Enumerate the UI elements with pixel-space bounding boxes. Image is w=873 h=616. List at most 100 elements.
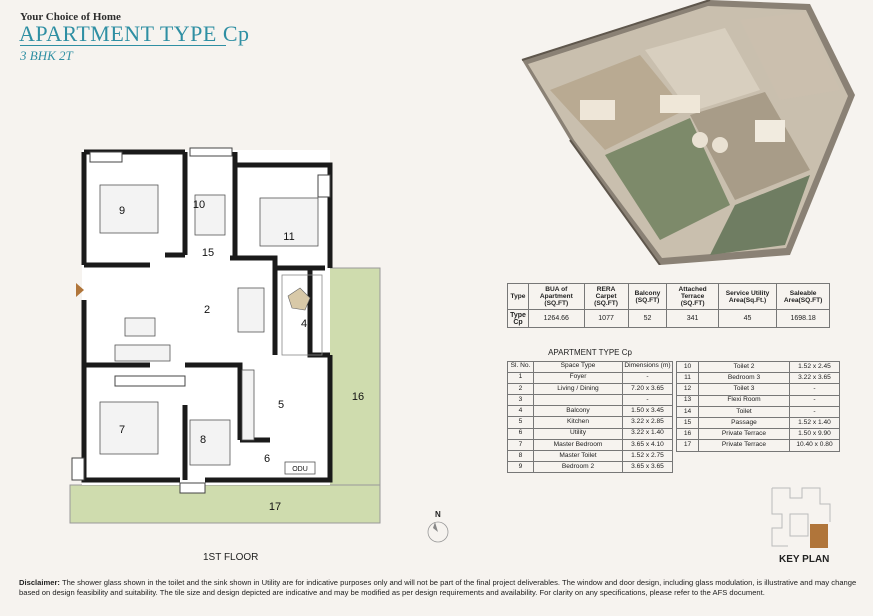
room-space-type: Foyer (533, 371, 623, 384)
room-number: 7 (507, 438, 534, 452)
room-space-type: Balcony (533, 405, 623, 418)
room-number: 3 (507, 394, 534, 407)
svg-text:N: N (435, 510, 441, 519)
room-number: 2 (507, 382, 534, 396)
summary-utility: 45 (717, 309, 778, 328)
room-space-type: Private Terrace (698, 439, 790, 452)
room-space-type: Private Terrace (698, 428, 790, 441)
room-label-11: 11 (283, 231, 294, 243)
room-number: 12 (676, 383, 699, 396)
floor-label: 1ST FLOOR (203, 552, 259, 563)
room-dimensions: - (789, 383, 840, 396)
room-number: 17 (676, 439, 699, 452)
kitchen-counter (241, 369, 255, 441)
room-table-caption: APARTMENT TYPE Cp (548, 347, 632, 357)
room-dimensions: 1.52 x 2.45 (789, 360, 840, 374)
header-tagline: Your Choice of Home (20, 11, 121, 23)
keyplan-highlight (810, 524, 828, 548)
key-plan-label: KEY PLAN (779, 554, 830, 565)
room-label-9: 9 (119, 205, 125, 217)
area-summary-table: Type BUA of Apartment (SQ.FT) RERA Carpe… (507, 283, 830, 328)
summary-header: Saleable Area(SQ.FT) (776, 283, 830, 310)
room-label-17: 17 (269, 501, 281, 513)
room-table-header: Space Type (533, 360, 623, 373)
room-number: 13 (676, 394, 699, 407)
room-label-15: 15 (202, 247, 214, 259)
room-number: 1 (507, 371, 534, 384)
bed-7 (99, 401, 159, 455)
room-space-type: Master Toilet (533, 449, 623, 463)
room-dimensions: - (622, 394, 673, 407)
room-dimensions: - (622, 371, 673, 384)
room-number: 14 (676, 405, 699, 418)
room-number: 9 (507, 461, 534, 474)
toilet-8-fixture (189, 419, 231, 466)
page-subtitle: 3 BHK 2T (20, 48, 73, 63)
room-number: 8 (507, 449, 534, 463)
room-dimensions: 1.50 x 3.45 (622, 405, 673, 418)
room-table-row: 3- (507, 394, 673, 407)
summary-header: Balcony (SQ.FT) (627, 283, 668, 310)
summary-type: Type Cp (507, 309, 529, 328)
summary-bua: 1264.66 (528, 309, 585, 328)
north-compass-icon: N (427, 510, 449, 543)
room-label-6: 6 (264, 453, 270, 465)
key-plan (771, 487, 831, 548)
room-space-type: Living / Dining (533, 382, 623, 396)
room-space-type: Bedroom 3 (698, 372, 790, 385)
room-space-type: Utility (533, 427, 623, 440)
odu-label: ODU (292, 466, 308, 473)
room-dimensions: 3.65 x 3.65 (622, 461, 673, 474)
room-dimensions: 10.40 x 0.80 (789, 439, 840, 452)
room-dimensions: - (789, 394, 840, 407)
room-space-type: Master Bedroom (533, 438, 623, 452)
dining-table (237, 287, 265, 333)
odu-box (284, 461, 316, 475)
room-number: 4 (507, 405, 534, 418)
summary-terrace: 341 (666, 309, 719, 328)
room-space-type: Bedroom 2 (533, 461, 623, 474)
room-label-8: 8 (200, 434, 206, 446)
room-space-type: Kitchen (533, 416, 623, 429)
room-space-type: Toilet 2 (698, 360, 790, 374)
page-title: APARTMENT TYPE Cp (19, 21, 250, 46)
disclaimer: Disclaimer: The shower glass shown in th… (19, 578, 859, 598)
room-dimensions: 7.20 x 3.65 (622, 382, 673, 396)
room-label-10: 10 (193, 199, 205, 211)
room-space-type (533, 394, 623, 407)
room-dimensions: - (789, 405, 840, 418)
room-label-16: 16 (352, 391, 364, 403)
coffee-table (124, 317, 156, 337)
room-space-type: Flexi Room (698, 394, 790, 407)
bed-11 (259, 197, 319, 247)
summary-header: BUA of Apartment (SQ.FT) (528, 283, 585, 310)
summary-balcony: 52 (627, 309, 668, 328)
room-dimensions: 3.22 x 3.65 (789, 372, 840, 385)
summary-rera: 1077 (583, 309, 629, 328)
room-number: 10 (676, 360, 699, 374)
room-dimensions: 3.22 x 2.85 (622, 416, 673, 429)
room-number: 15 (676, 416, 699, 430)
room-label-5: 5 (278, 399, 284, 411)
disclaimer-text: The shower glass shown in the toilet and… (19, 578, 857, 597)
apartment-3d-render (521, 0, 855, 265)
summary-header: Attached Terrace (SQ.FT) (666, 283, 719, 310)
room-dimensions: 3.22 x 1.40 (622, 427, 673, 440)
summary-header: Service Utility Area(Sq.Ft.) (717, 283, 778, 310)
disclaimer-label: Disclaimer: (19, 578, 60, 587)
room-table: APARTMENT TYPE Cp Sl. No. Space Type Dim… (507, 345, 673, 474)
